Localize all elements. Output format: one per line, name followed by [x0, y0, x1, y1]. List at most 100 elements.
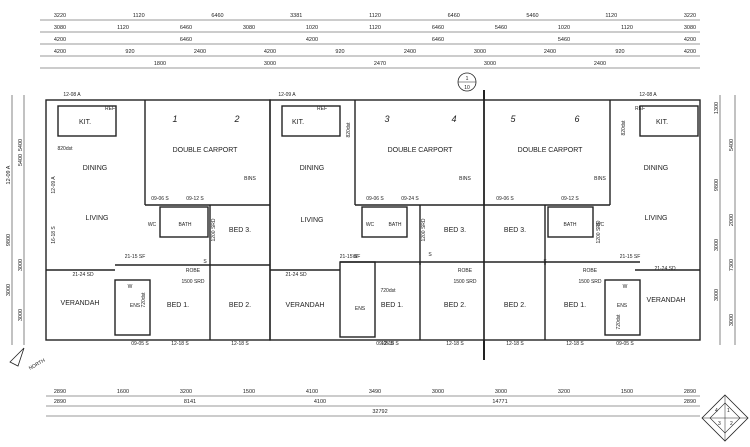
window-tag: 09-06 S [151, 196, 169, 202]
window-tag: 09-05 S [616, 341, 634, 347]
window-tag: 12-09 A [51, 176, 57, 194]
bed1-label: BED 1. [564, 302, 586, 309]
carport-label: DOUBLE CARPORT [388, 147, 454, 154]
top-dim-row2: 5460 [495, 25, 507, 31]
window-tag: 12-18 S [446, 341, 464, 347]
top-dim-row3: 4200 [684, 37, 696, 43]
bottom-dim-row1: 2890 [54, 389, 66, 395]
carport-label: DOUBLE CARPORT [518, 147, 584, 154]
top-dim-row4: 2400 [404, 49, 416, 55]
compass-num-1: 1 [727, 408, 730, 414]
bottom-dim-row1: 1500 [621, 389, 633, 395]
right-dim: 5400 [729, 139, 735, 151]
top-dim-row5: 1800 [154, 61, 166, 67]
ensuite-label: ENS [130, 303, 141, 309]
top-dim-row3: 5460 [558, 37, 570, 43]
room-labels: KIT. REF DINING LIVING VERANDAH WC BATH ENS BED … [51, 92, 685, 347]
bed1-label: BED 1. [167, 302, 189, 309]
bottom-dim-row1: 3490 [369, 389, 381, 395]
bottom-dim-row1: 4100 [306, 389, 318, 395]
window-tag: 12-18 S [566, 341, 584, 347]
robe-dim-label: 1500 SRD [453, 279, 476, 285]
left-dim: 3000 [18, 309, 24, 321]
window-tag: 21-15 SF [340, 254, 361, 260]
bath-label: BATH [564, 222, 577, 228]
bed2-label: BED 2. [229, 302, 251, 309]
robe-label: ROBE [583, 268, 598, 274]
wardrobe-label: W [353, 254, 358, 260]
top-dim-row4: 3000 [474, 49, 486, 55]
bottom-dim-row1: 3000 [432, 389, 444, 395]
dining-label: DINING [83, 165, 108, 172]
top-dim-row1: 5460 [526, 13, 538, 19]
bottom-dim-row2: 4100 [314, 399, 326, 405]
wc-label: WC [148, 222, 157, 228]
section-marker-top: 1 [466, 76, 469, 82]
window-tag: 820dst [57, 146, 73, 152]
left-dim: 5400 [18, 154, 24, 166]
top-dim-row3: 4200 [306, 37, 318, 43]
stair-label: S [428, 252, 432, 258]
top-dim-row4: 4200 [684, 49, 696, 55]
top-dim-row2: 3080 [684, 25, 696, 31]
bottom-dim-row2: 2890 [54, 399, 66, 405]
window-tag: 820dst [621, 120, 627, 136]
verandah-label: VERANDAH [61, 300, 100, 307]
window-tag: 09-06 S [366, 196, 384, 202]
window-tag: 720dst [380, 288, 396, 294]
side-dimension-lines [11, 95, 736, 345]
kitchen-label: KIT. [656, 119, 668, 126]
top-dim-row2: 3080 [243, 25, 255, 31]
bottom-dim-row2: 14771 [492, 399, 507, 405]
window-tag: 12-09 A [278, 92, 296, 98]
window-tag: 21-24 SD [654, 266, 676, 272]
top-dim-row1: 3220 [684, 13, 696, 19]
robe-label: ROBE [186, 268, 201, 274]
bed3-label: BED 3. [504, 227, 526, 234]
window-tag: 09-24 S [401, 196, 419, 202]
window-tag: 1200 SRD [421, 218, 427, 241]
fridge-label: REF [317, 106, 327, 112]
wardrobe-label: W [128, 284, 133, 290]
top-dim-row5: 3000 [484, 61, 496, 67]
window-tag: 720dst [616, 314, 622, 330]
robe-dim-label: 1500 SRD [181, 279, 204, 285]
bed2-label: BED 2. [444, 302, 466, 309]
top-dimension-lines [40, 19, 700, 69]
top-dim-row4: 2400 [544, 49, 556, 55]
top-dim-row4: 920 [335, 49, 344, 55]
window-tag: 1200 SRD [596, 220, 602, 243]
living-label: LIVING [645, 215, 668, 222]
right-dim: 3000 [714, 289, 720, 301]
north-arrow: NORTH [9, 347, 47, 372]
window-tag: 720dst [141, 292, 147, 308]
wardrobe-label: W [623, 284, 628, 290]
compass-num-4: 4 [715, 408, 718, 414]
bottom-dimension-lines [46, 395, 700, 417]
section-marker: 1 10 [457, 72, 477, 92]
top-dim-row4: 4200 [264, 49, 276, 55]
top-dim-row2: 6460 [432, 25, 444, 31]
top-dim-row3: 6460 [432, 37, 444, 43]
living-label: LIVING [86, 215, 109, 222]
bottom-dim-row1: 2890 [684, 389, 696, 395]
window-tag: 1200 SRD [211, 218, 217, 241]
left-dim: 3000 [18, 259, 24, 271]
top-dim-row2: 1120 [117, 25, 129, 31]
window-tag: 16-18 S [51, 226, 57, 244]
carport-number: 4 [451, 114, 456, 124]
left-dim: 5400 [18, 139, 24, 151]
stair-label: S [543, 259, 547, 265]
window-tag: 12-18 S [506, 341, 524, 347]
window-tag: 12-18 S [171, 341, 189, 347]
top-dim-row5: 2400 [594, 61, 606, 67]
robe-label: ROBE [458, 268, 473, 274]
bottom-dim-row2: 8141 [184, 399, 196, 405]
right-dim: 7300 [729, 259, 735, 271]
bath-label: BATH [389, 222, 402, 228]
window-tag: 12-08 A [63, 92, 81, 98]
carport-number: 6 [574, 114, 579, 124]
ensuite-label: ENS [617, 303, 628, 309]
